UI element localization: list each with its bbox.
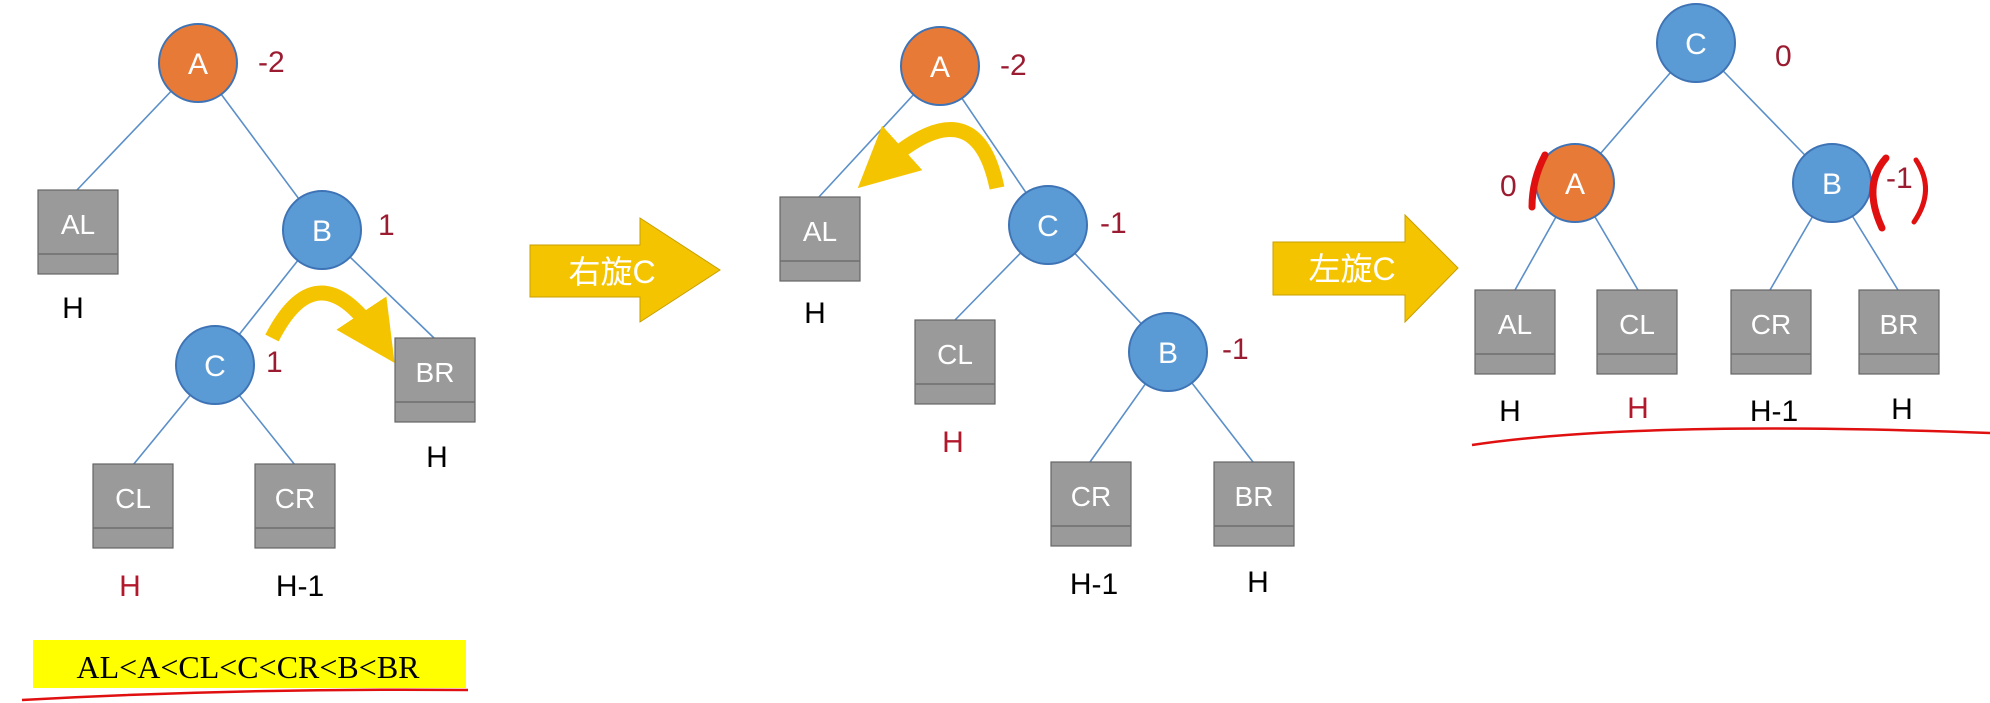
height-al: H [1499, 395, 1521, 428]
subtree-label: AL [803, 216, 837, 247]
node-b: B [1792, 143, 1872, 223]
node-a: A [900, 26, 980, 106]
panel-1-edges [76, 62, 435, 466]
subtree-br: BR [394, 337, 476, 423]
node-label: B [1158, 337, 1178, 370]
subtree-al: AL [37, 189, 119, 275]
node-label: C [1037, 210, 1059, 243]
subtree-label: BR [1235, 481, 1274, 512]
annotation-paren-left [1869, 154, 1890, 232]
subtree-label: CR [1751, 309, 1791, 340]
height-al: H [804, 297, 826, 330]
balance-b: 1 [378, 209, 395, 242]
rotation-arrow-right-icon [265, 285, 395, 363]
subtree-cl: CL [92, 463, 174, 549]
subtree-al: AL [1474, 289, 1556, 375]
height-br: H [1247, 566, 1269, 599]
balance-c: 1 [266, 346, 283, 379]
subtree-br: BR [1858, 289, 1940, 375]
underline-annotation [21, 688, 469, 702]
balance-a: -2 [1000, 49, 1027, 82]
node-b: B [282, 190, 362, 270]
panel-2-edges [817, 65, 1254, 463]
balance-c: -1 [1100, 207, 1127, 240]
height-cr: H-1 [276, 570, 324, 603]
balance-a: 0 [1500, 170, 1517, 203]
node-label: A [930, 51, 950, 84]
subtree-label: CL [1619, 309, 1655, 340]
subtree-cl: CL [1596, 289, 1678, 375]
node-label: A [1565, 168, 1585, 201]
annotation-paren-right [1911, 157, 1928, 225]
height-cl: H [119, 570, 141, 603]
step-arrow-rotate-right: 右旋C [529, 217, 721, 323]
subtree-label: CL [115, 483, 151, 514]
subtree-al: AL [779, 196, 861, 282]
subtree-label: CL [937, 339, 973, 370]
subtree-cr: CR [1730, 289, 1812, 375]
node-label: A [188, 48, 208, 81]
panel-3-balanced-tree: AL CL CR BR C A B 0 0 [1471, 3, 1990, 447]
step-arrow-rotate-left: 左旋C [1272, 213, 1459, 324]
height-cl: H [1627, 392, 1649, 425]
step-label: 右旋C [568, 254, 655, 290]
underline-annotation [1471, 427, 1990, 447]
rotation-arrow-left-icon [857, 122, 1005, 190]
subtree-label: BR [416, 357, 455, 388]
height-cr: H-1 [1070, 568, 1118, 601]
subtree-label: BR [1880, 309, 1919, 340]
node-c: C [1656, 3, 1736, 83]
annotation-mark-a [1528, 151, 1549, 211]
node-b: B [1128, 312, 1208, 392]
subtree-br: BR [1213, 461, 1295, 547]
subtree-label: CR [1071, 481, 1111, 512]
node-c: C [1008, 185, 1088, 265]
ordering-note: AL<A<CL<C<CR<B<BR [21, 640, 469, 702]
subtree-label: CR [275, 483, 315, 514]
subtree-label: AL [1498, 309, 1532, 340]
panel-1-unbalanced-tree: AL BR CL CR A B C -2 1 [21, 23, 476, 702]
node-a: A [158, 23, 238, 103]
balance-a: -2 [258, 46, 285, 79]
node-label: C [204, 350, 226, 383]
subtree-cr: CR [1050, 461, 1132, 547]
node-label: B [1822, 168, 1842, 201]
step-label: 左旋C [1308, 251, 1395, 287]
height-al: H [62, 292, 84, 325]
node-c: C [175, 325, 255, 405]
node-label: C [1685, 28, 1707, 61]
balance-b: -1 [1222, 333, 1249, 366]
height-br: H [426, 441, 448, 474]
subtree-label: AL [61, 209, 95, 240]
subtree-cr: CR [254, 463, 336, 549]
height-cr: H-1 [1750, 395, 1798, 428]
node-label: B [312, 215, 332, 248]
subtree-cl: CL [914, 319, 996, 405]
height-br: H [1891, 393, 1913, 426]
height-cl: H [942, 426, 964, 459]
balance-b: -1 [1886, 162, 1913, 195]
panel-2-intermediate-tree: AL CL CR BR A C B -2 -1 [779, 26, 1295, 601]
ordering-text: AL<A<CL<C<CR<B<BR [77, 649, 421, 685]
balance-c: 0 [1775, 40, 1792, 73]
